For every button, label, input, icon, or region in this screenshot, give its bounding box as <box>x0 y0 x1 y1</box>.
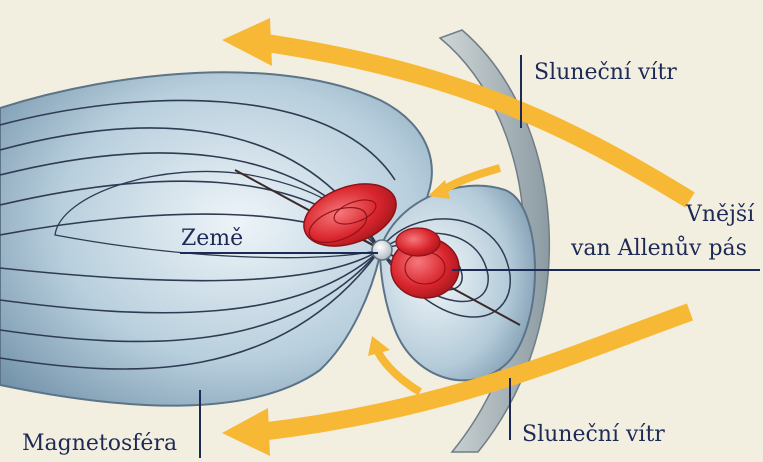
solar-wind-arrow-icon <box>222 18 272 66</box>
label-earth: Země <box>181 228 243 250</box>
label-outer-belt-line1: Vnější <box>686 204 754 226</box>
label-magnetosphere: Magnetosféra <box>22 433 177 455</box>
solar-wind-arrow-icon <box>222 408 270 456</box>
label-outer-belt-line2: van Allenův pás <box>571 238 747 260</box>
label-solar-wind-bottom: Sluneční vítr <box>522 424 665 446</box>
cusp-arrow-icon <box>368 336 390 356</box>
earth-globe-icon <box>372 240 392 260</box>
label-solar-wind-top: Sluneční vítr <box>534 62 677 84</box>
